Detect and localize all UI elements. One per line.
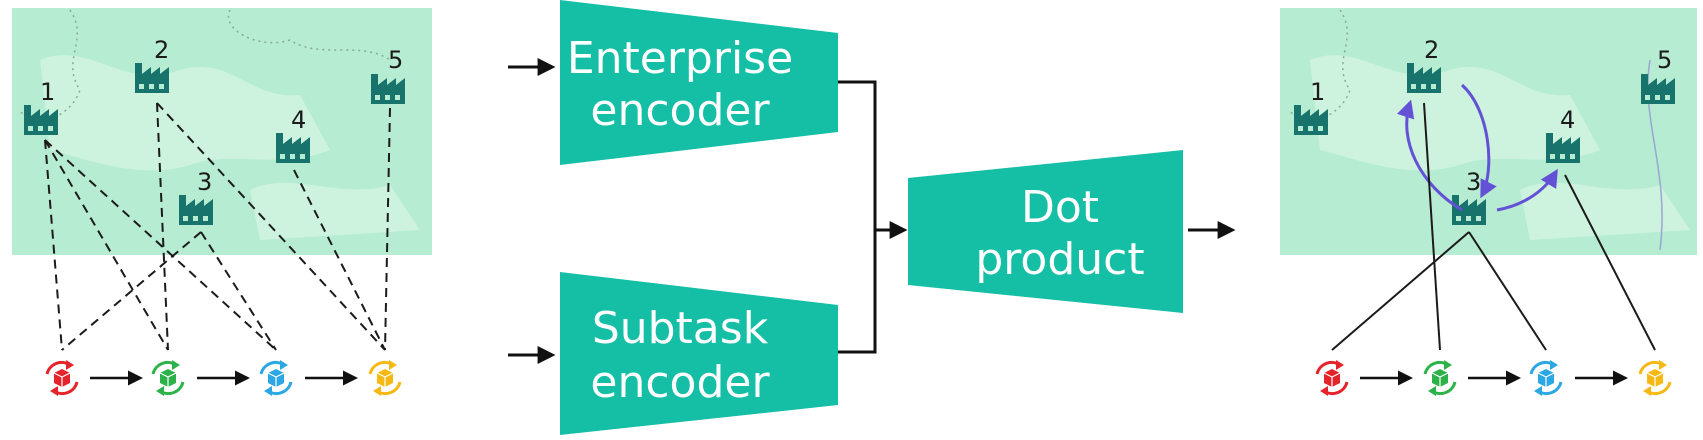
merge-connector	[838, 80, 877, 354]
left-map-panel: 1 2 3 4 5	[12, 8, 432, 398]
factory-number: 3	[197, 168, 212, 196]
blue-box-cycle-icon	[259, 358, 293, 398]
yellow-box-cycle-icon	[368, 358, 402, 398]
green-box-cycle-icon	[1423, 358, 1457, 398]
yellow-box-cycle-icon	[1638, 358, 1672, 398]
right-map-terrain	[1520, 182, 1690, 240]
routing-arrow	[1397, 99, 1463, 212]
red-box-cycle-icon	[1315, 358, 1349, 398]
factory-number: 4	[291, 106, 306, 134]
dot-product-label-line2: product	[975, 234, 1144, 285]
dot-product-label-line1: Dot	[1021, 182, 1099, 233]
dot-product-shape	[908, 150, 1183, 313]
assignment-link	[1423, 102, 1441, 351]
left-map-terrain	[250, 182, 420, 240]
factory-number: 1	[40, 78, 55, 106]
factory-number: 2	[154, 36, 169, 64]
right-map-panel: 1 2 3 4 5	[1280, 8, 1697, 398]
subtask-encoder-label-line1: Subtask	[592, 303, 769, 354]
enterprise-encoder-label-line2: encoder	[590, 85, 770, 136]
enterprise-encoder-label-line1: Enterprise	[567, 33, 793, 84]
factory-number: 4	[1560, 106, 1575, 134]
subtask-encoder: Subtask encoder	[508, 272, 838, 435]
factory-number: 5	[1657, 46, 1672, 74]
subtask-encoder-label-line2: encoder	[590, 357, 770, 408]
factory-number: 1	[1310, 78, 1325, 106]
left-map-terrain	[40, 55, 330, 171]
green-box-cycle-icon	[151, 358, 185, 398]
routing-arrows	[1397, 83, 1558, 212]
task-chain-left	[45, 358, 402, 398]
candidate-link	[44, 139, 63, 351]
candidate-link	[156, 102, 386, 351]
candidate-link	[156, 102, 169, 351]
task-chain-right	[1315, 358, 1672, 398]
factory-number: 5	[388, 46, 403, 74]
assignment-link	[1468, 231, 1547, 351]
candidate-links	[44, 102, 391, 351]
candidate-link	[61, 231, 202, 351]
assignment-link	[1331, 231, 1470, 351]
blue-box-cycle-icon	[1529, 358, 1563, 398]
assignment-links	[1331, 102, 1656, 351]
left-map-border	[227, 9, 391, 61]
subtask-encoder-shape	[560, 272, 838, 435]
candidate-link	[200, 231, 277, 351]
routing-arrow	[1496, 168, 1558, 212]
assignment-link	[1564, 174, 1656, 351]
factory-number: 2	[1424, 36, 1439, 64]
red-box-cycle-icon	[45, 358, 79, 398]
factory-number: 3	[1466, 168, 1481, 196]
enterprise-encoder-shape	[560, 0, 838, 165]
routing-arrow	[1460, 83, 1497, 199]
candidate-link	[44, 139, 277, 351]
dot-product-block: Dot product	[908, 150, 1183, 313]
right-map-terrain	[1310, 55, 1600, 171]
enterprise-encoder: Enterprise encoder	[508, 0, 838, 165]
right-map-river	[1647, 59, 1663, 251]
candidate-link	[384, 107, 391, 351]
candidate-link	[44, 139, 169, 351]
candidate-link	[293, 169, 386, 351]
